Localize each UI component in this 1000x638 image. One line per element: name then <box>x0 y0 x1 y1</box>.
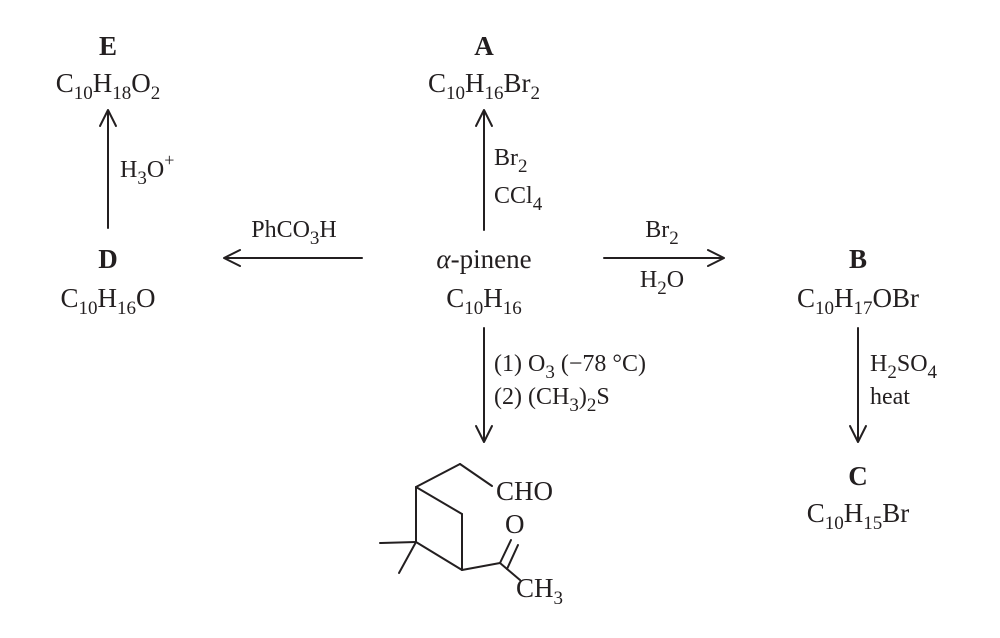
arrow-to-B <box>603 249 725 267</box>
reagent-D: PhCO3H <box>251 217 337 249</box>
reagent-A-line2: CCl4 <box>494 183 543 215</box>
product-methyl: CH3 <box>516 573 564 609</box>
arrow-ozonolysis <box>475 327 493 443</box>
arrow-B-to-C <box>849 327 867 443</box>
reagent-C-line1: H2SO4 <box>870 351 938 383</box>
start-formula: C10H16 <box>446 283 522 319</box>
formula-E: C10H18O2 <box>55 68 161 104</box>
reagent-B-line2: H2O <box>639 267 685 299</box>
product-ketone-oxygen: O <box>505 509 525 539</box>
formula-A: C10H16Br2 <box>427 68 541 104</box>
label-E: E <box>98 31 118 61</box>
reagent-B-line1: Br2 <box>645 217 679 249</box>
formula-D: C10H16O <box>60 283 156 319</box>
ozonolysis-step1: (1) O3 (−78 °C) <box>494 351 646 383</box>
reagent-A-line1: Br2 <box>494 145 528 177</box>
arrow-D-to-E <box>99 109 117 229</box>
label-D: D <box>98 244 118 274</box>
reagent-E: H3O+ <box>120 150 175 189</box>
ozonolysis-step2: (2) (CH3)2S <box>494 384 610 416</box>
reagent-C-line2: heat <box>870 384 910 410</box>
arrow-to-A <box>475 109 493 231</box>
formula-C: C10H15Br <box>806 498 910 534</box>
formula-B: C10H17OBr <box>796 283 920 319</box>
label-C: C <box>848 461 868 491</box>
product-skeleton <box>379 463 521 581</box>
label-B: B <box>848 244 868 274</box>
label-A: A <box>474 31 494 61</box>
product-aldehyde: CHO <box>496 476 554 506</box>
start-name: α-pinene <box>436 244 532 274</box>
arrow-to-D <box>223 249 363 267</box>
